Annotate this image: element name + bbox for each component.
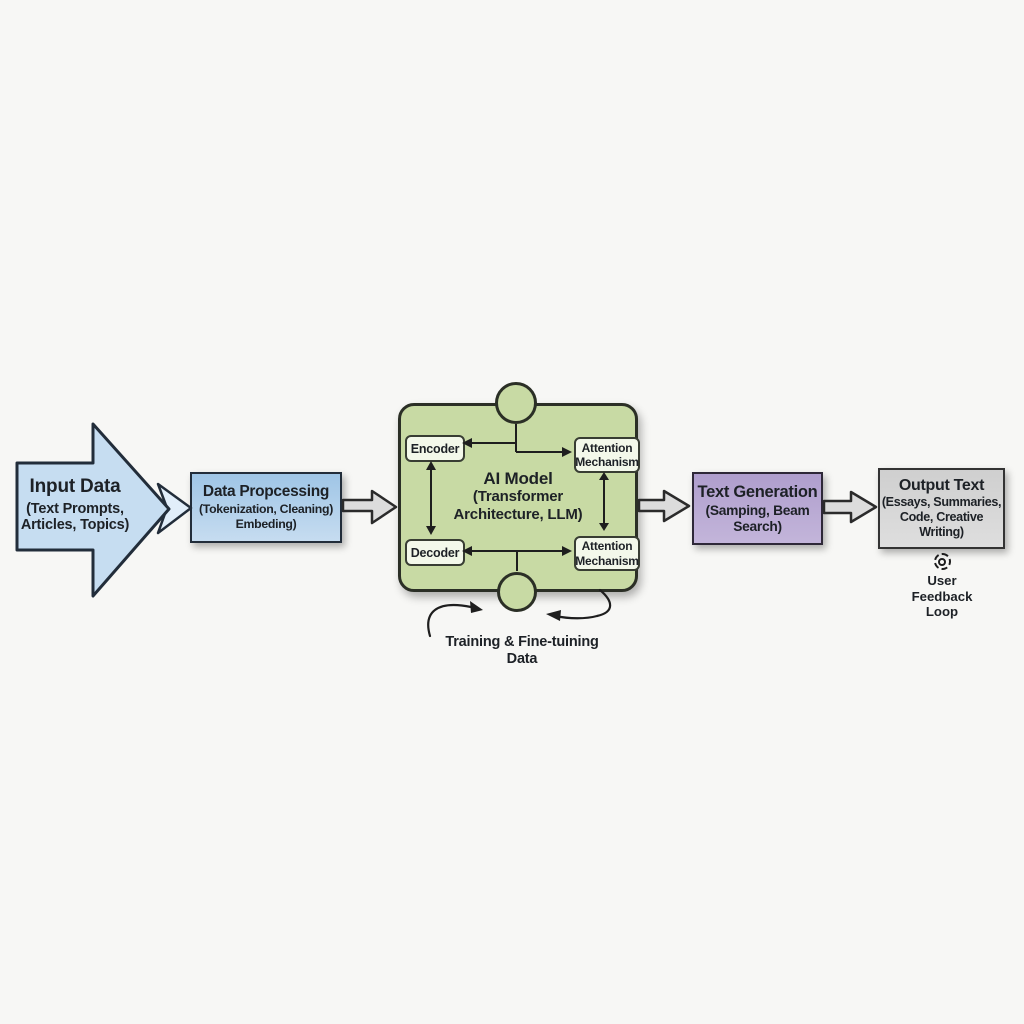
output-node: Output Text (Essays, Summaries, Code, Cr… bbox=[878, 468, 1005, 549]
generation-node: Text Generation (Samping, Beam Search) bbox=[692, 472, 823, 545]
decoder-box: Decoder bbox=[405, 539, 465, 566]
flow-arrow-model-to-generation-icon bbox=[637, 489, 691, 523]
training-arrowhead-right-icon bbox=[546, 610, 561, 621]
model-title: AI Model bbox=[483, 469, 553, 488]
model-bottom-port-circle bbox=[497, 572, 537, 612]
model-subtitle: (Transformer Architecture, LLM) bbox=[453, 488, 583, 523]
user-feedback-loop: User Feedback Loop bbox=[902, 553, 982, 620]
feedback-loop-icon bbox=[933, 553, 951, 570]
model-title-block: AI Model (Transformer Architecture, LLM) bbox=[401, 469, 635, 523]
training-data-label: Training & Fine-tuining Data bbox=[445, 634, 599, 667]
feedback-loop-inner-dot bbox=[938, 557, 946, 566]
training-curve-right bbox=[554, 588, 612, 620]
flow-arrow-generation-to-output-icon bbox=[822, 490, 878, 524]
feedback-loop-label: User Feedback Loop bbox=[911, 573, 973, 619]
input-node: Input Data (Text Prompts, Articles, Topi… bbox=[2, 476, 148, 533]
attention-mechanism-bottom-box: Attention Mechanism bbox=[574, 536, 640, 571]
model-top-port-circle bbox=[495, 382, 537, 424]
encoder-box: Encoder bbox=[405, 435, 465, 462]
output-title: Output Text bbox=[898, 477, 985, 494]
output-subtitle: (Essays, Summaries, Code, Creative Writi… bbox=[881, 495, 1002, 539]
processing-node: Data Propcessing (Tokenization, Cleaning… bbox=[190, 472, 342, 543]
generation-title: Text Generation bbox=[697, 482, 818, 501]
flow-arrow-processing-to-model-icon bbox=[341, 489, 398, 525]
generation-subtitle: (Samping, Beam Search) bbox=[705, 502, 810, 534]
model-node: AI Model (Transformer Architecture, LLM)… bbox=[398, 403, 640, 592]
input-subtitle: (Text Prompts, Articles, Topics) bbox=[20, 501, 130, 533]
processing-subtitle: (Tokenization, Cleaning) Embeding) bbox=[199, 501, 333, 532]
input-chevron-icon bbox=[156, 482, 193, 535]
training-curve-left bbox=[427, 603, 473, 638]
attention-mechanism-top-box: Attention Mechanism bbox=[574, 437, 640, 473]
processing-title: Data Propcessing bbox=[202, 482, 330, 500]
training-arrowhead-left-icon bbox=[470, 601, 483, 613]
input-title: Input Data bbox=[29, 476, 121, 497]
